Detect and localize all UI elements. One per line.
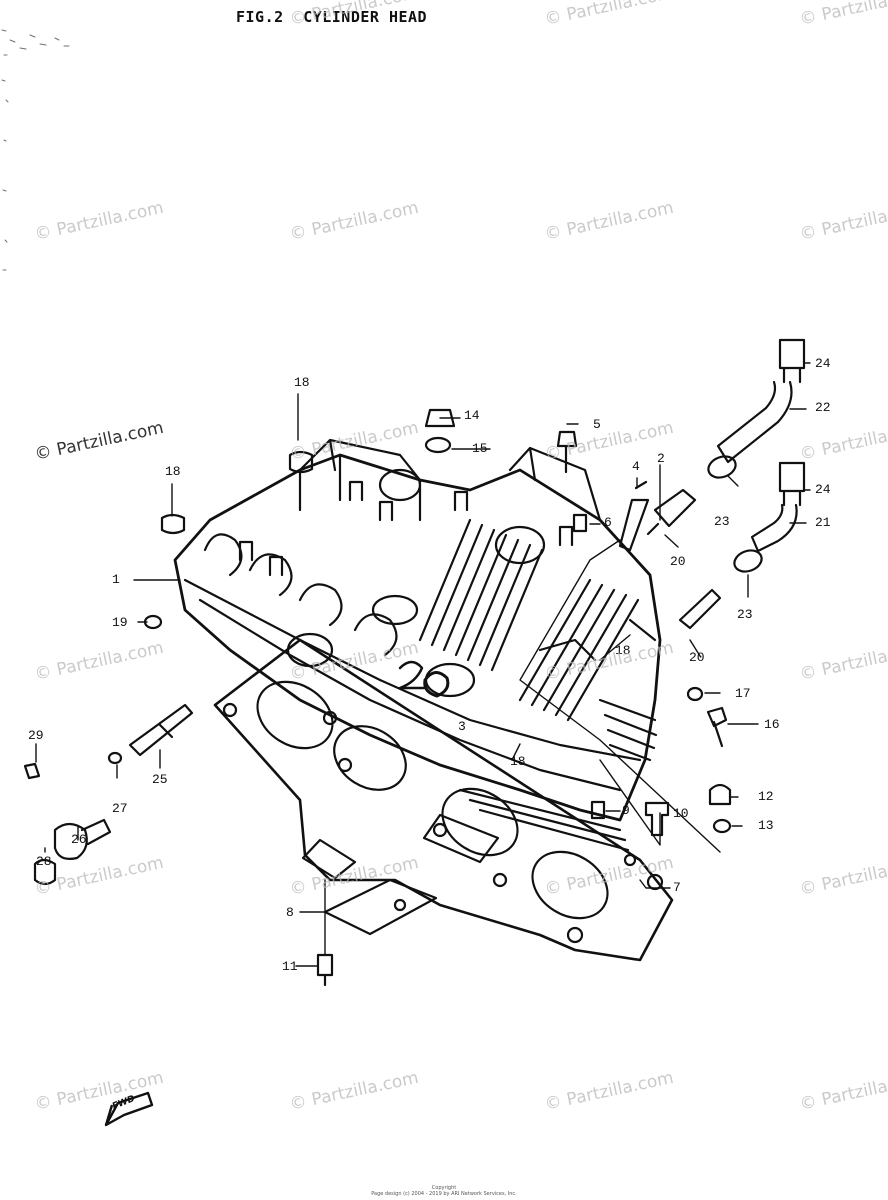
callout-21: 21 (815, 515, 831, 530)
copyright-footer: Copyright Page design (c) 2004 - 2019 by… (0, 1185, 888, 1197)
figure-name: CYLINDER HEAD (303, 8, 428, 26)
callout-20-a: 20 (670, 554, 686, 569)
callout-18-b: 18 (165, 464, 181, 479)
callout-29: 29 (28, 728, 44, 743)
callout-27: 27 (112, 801, 128, 816)
callout-28: 28 (36, 854, 52, 869)
callout-15: 15 (472, 441, 488, 456)
figure-title: FIG.2 CYLINDER HEAD (236, 8, 437, 26)
callout-18-a: 18 (294, 375, 310, 390)
callout-2: 2 (657, 451, 665, 466)
forward-arrow-icon (104, 1091, 154, 1127)
callout-23-a: 23 (714, 514, 730, 529)
callout-19: 19 (112, 615, 128, 630)
callout-18-d: 18 (510, 754, 526, 769)
callout-7: 7 (673, 880, 681, 895)
scan-noise (1, 29, 70, 271)
callout-14: 14 (464, 408, 480, 423)
callout-1: 1 (112, 572, 120, 587)
callout-11: 11 (282, 959, 298, 974)
callout-26: 26 (71, 832, 87, 847)
callout-25: 25 (152, 772, 168, 787)
callout-10: 10 (673, 806, 689, 821)
callout-5: 5 (593, 417, 601, 432)
callout-6: 6 (604, 515, 612, 530)
callout-9: 9 (622, 803, 630, 818)
o-ring-gasket (323, 878, 438, 936)
callout-16: 16 (764, 717, 780, 732)
callout-18-c: 18 (615, 643, 631, 658)
callout-20-b: 20 (689, 650, 705, 665)
callout-24-a: 24 (815, 356, 831, 371)
callout-13: 13 (758, 818, 774, 833)
callout-22: 22 (815, 400, 831, 415)
callout-3: 3 (458, 719, 466, 734)
callout-17: 17 (735, 686, 751, 701)
leader-lines (35, 362, 811, 967)
callout-12: 12 (758, 789, 774, 804)
cylinder-head-body (173, 438, 662, 852)
figure-number: FIG.2 (236, 8, 284, 26)
callout-8: 8 (286, 905, 294, 920)
callout-4: 4 (632, 459, 640, 474)
callout-23-b: 23 (737, 607, 753, 622)
callout-24-b: 24 (815, 482, 831, 497)
copyright-line-1: Copyright (431, 1185, 457, 1191)
copyright-line-2: Page design (c) 2004 - 2019 by ARI Netwo… (371, 1191, 517, 1197)
